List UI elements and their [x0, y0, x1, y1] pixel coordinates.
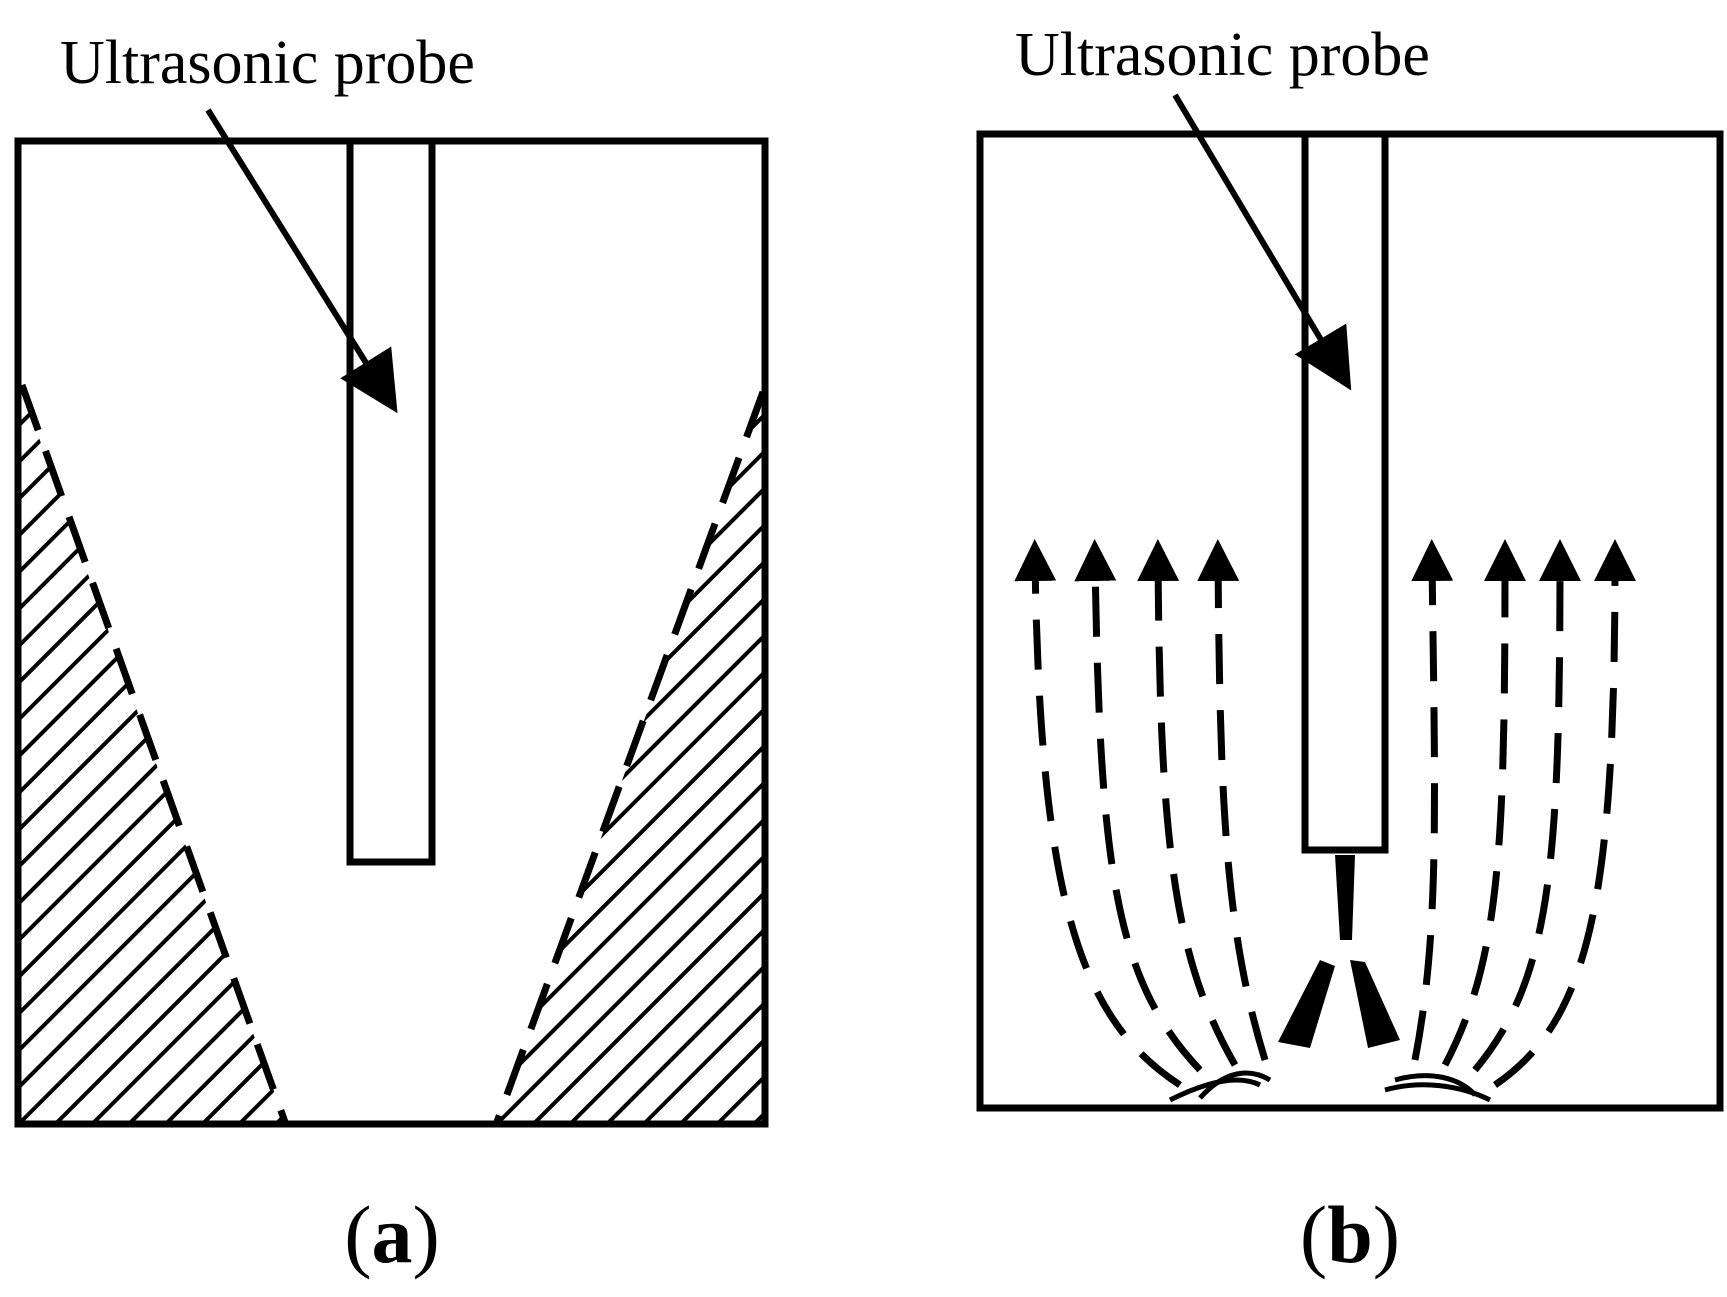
- vortex-left-2: [1198, 1070, 1272, 1100]
- vortex-right-2: [1394, 1073, 1477, 1097]
- ultrasonic-jet: [1278, 855, 1400, 1048]
- bottom-vortices: [1168, 1070, 1492, 1103]
- flow-line-right-3: [1472, 539, 1581, 1073]
- flow-line-right-4: [1493, 539, 1636, 1088]
- panel-b: Ultrasonic probe: [976, 21, 1724, 1280]
- flow-lines-left: [1014, 539, 1269, 1088]
- jet-plume-left: [1278, 960, 1335, 1048]
- probe-pointer-arrow-a: [205, 108, 398, 414]
- flow-lines-right: [1411, 539, 1636, 1088]
- flow-line-left-2: [1074, 539, 1203, 1073]
- probe-label-a: Ultrasonic probe: [60, 29, 475, 97]
- probe-label-b: Ultrasonic probe: [1015, 21, 1430, 89]
- probe-b: [1301, 130, 1389, 854]
- vortex-right: [1384, 1082, 1492, 1103]
- flow-line-left-3: [1137, 539, 1239, 1067]
- probe-pointer-arrow-b: [1172, 93, 1352, 391]
- caption-b: (b): [1300, 1189, 1400, 1280]
- hatch-boundary-left: [18, 383, 289, 1124]
- jet-core: [1335, 855, 1355, 940]
- panel-a: Ultrasonic probe (a): [14, 29, 769, 1280]
- caption-a: (a): [344, 1189, 440, 1280]
- flow-line-left-1: [1014, 539, 1182, 1088]
- jet-plume-right: [1350, 960, 1400, 1048]
- hatch-boundary-right: [493, 390, 767, 1124]
- flow-line-right-1: [1411, 539, 1454, 1061]
- flow-line-right-2: [1441, 539, 1526, 1067]
- probe-a: [346, 137, 436, 866]
- flow-line-left-4: [1197, 539, 1269, 1062]
